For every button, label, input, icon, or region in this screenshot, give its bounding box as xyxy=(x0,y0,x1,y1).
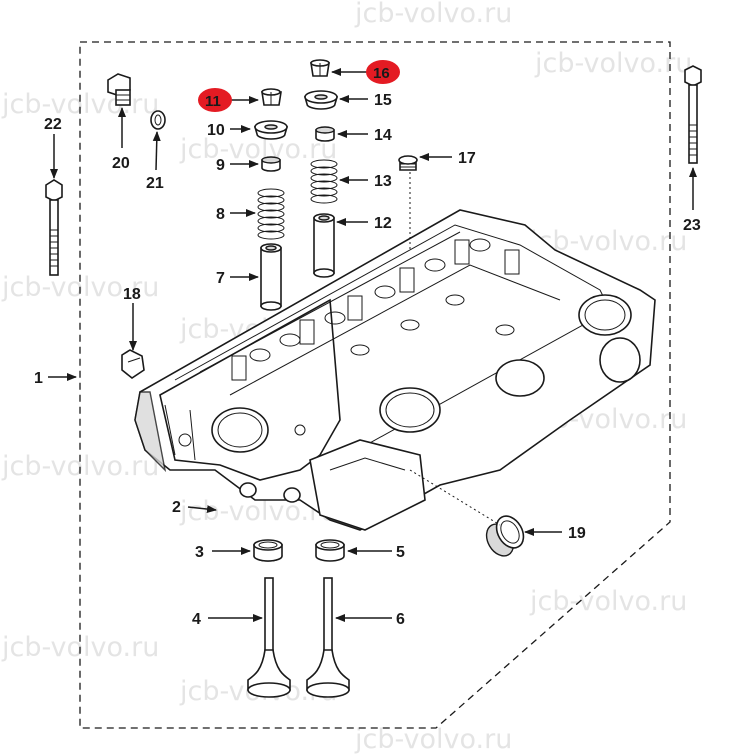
watermark: jcb-volvo.ru xyxy=(354,0,512,29)
label-part-6[interactable]: 6 xyxy=(396,611,405,628)
label-part-8[interactable]: 8 xyxy=(216,206,225,223)
spring-retainer-15 xyxy=(303,90,339,110)
label-part-1[interactable]: 1 xyxy=(34,370,43,387)
label-part-4[interactable]: 4 xyxy=(192,611,201,628)
label-part-18[interactable]: 18 xyxy=(123,286,141,303)
valve-spring-13 xyxy=(310,159,338,204)
valve-collet-16 xyxy=(310,59,330,77)
highlight-badge-16 xyxy=(366,60,400,84)
plug-17 xyxy=(398,155,418,171)
label-part-22[interactable]: 22 xyxy=(44,116,62,133)
valve-guide-7 xyxy=(260,243,282,311)
valve-stem-seal-14 xyxy=(315,126,335,142)
watermark: jcb-volvo.ru xyxy=(1,89,159,120)
label-part-17[interactable]: 17 xyxy=(458,150,476,167)
label-part-19[interactable]: 19 xyxy=(568,525,586,542)
leader-lines xyxy=(48,68,697,622)
plug-bolt-20 xyxy=(107,73,131,106)
center-lines xyxy=(409,172,501,526)
valve-seat-3 xyxy=(253,539,283,562)
watermark: jcb-volvo.ru xyxy=(354,724,512,755)
label-part-11[interactable]: 11 xyxy=(205,93,221,110)
label-part-3[interactable]: 3 xyxy=(195,544,204,561)
valve-4 xyxy=(247,577,291,698)
highlight-badge-11 xyxy=(198,88,232,112)
valve-6 xyxy=(306,577,350,698)
valve-guide-12 xyxy=(313,213,335,278)
label-part-14[interactable]: 14 xyxy=(374,127,392,144)
watermark: jcb-volvo.ru xyxy=(179,134,337,165)
valve-stem-seal-9 xyxy=(261,156,281,172)
label-part-12[interactable]: 12 xyxy=(374,215,392,232)
label-part-20[interactable]: 20 xyxy=(112,155,130,172)
bolt-23 xyxy=(684,65,702,164)
label-part-23[interactable]: 23 xyxy=(683,217,701,234)
washer-21 xyxy=(150,110,166,130)
part-numbers: 1 2 3 4 5 6 7 8 9 10 11 12 13 14 15 16 1… xyxy=(34,65,701,628)
bolt-22 xyxy=(45,179,63,276)
valve-collet-11 xyxy=(261,88,282,106)
label-part-15[interactable]: 15 xyxy=(374,92,392,109)
label-part-5[interactable]: 5 xyxy=(396,544,405,561)
assembly-boundary xyxy=(79,41,671,729)
watermark: jcb-volvo.ru xyxy=(529,586,687,617)
plug-18 xyxy=(121,349,145,379)
watermark: jcb-volvo.ru xyxy=(534,48,692,79)
spring-retainer-10 xyxy=(253,120,289,140)
label-part-10[interactable]: 10 xyxy=(207,122,225,139)
label-part-13[interactable]: 13 xyxy=(374,173,392,190)
label-part-21[interactable]: 21 xyxy=(146,175,164,192)
label-part-7[interactable]: 7 xyxy=(216,270,225,287)
cylinder-head xyxy=(134,209,656,531)
label-part-16[interactable]: 16 xyxy=(373,65,390,82)
valve-seat-5 xyxy=(315,539,345,562)
plug-19 xyxy=(485,515,525,557)
valve-spring-8 xyxy=(257,188,285,240)
label-part-9[interactable]: 9 xyxy=(216,157,225,174)
label-part-2[interactable]: 2 xyxy=(172,499,181,516)
